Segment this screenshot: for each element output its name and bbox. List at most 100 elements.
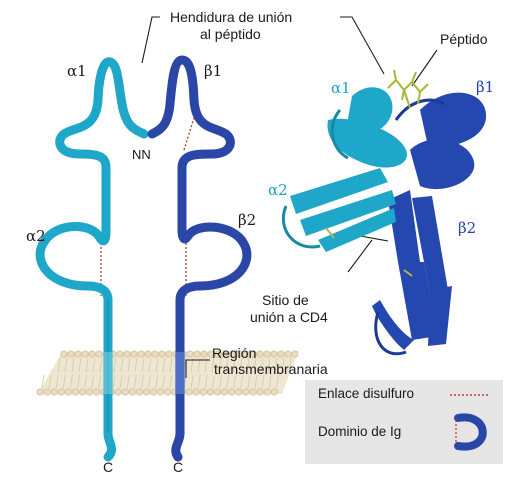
lipid-head — [116, 350, 124, 358]
cd4-site-label-2: unión a CD4 — [250, 309, 328, 325]
lipid-head — [64, 388, 72, 396]
lipid-head — [123, 350, 131, 358]
lipid-tail — [226, 374, 229, 389]
lipid-tail — [84, 374, 87, 389]
lipid-head — [79, 388, 87, 396]
lipid-tail — [48, 374, 52, 389]
lipid-head — [57, 388, 65, 396]
lipid-tail — [112, 374, 116, 389]
lipid-tail — [253, 357, 257, 373]
transmembrane-label-2: transmembranaria — [214, 361, 328, 377]
alpha2-label-left: α2 — [26, 227, 46, 245]
lipid-tail — [162, 357, 166, 373]
lipid-tail — [78, 357, 82, 373]
binding-cleft-label-2: al péptido — [200, 26, 261, 42]
lipid-tail — [233, 374, 237, 389]
c-terminal-right-label: C — [173, 459, 184, 475]
lipid-head — [256, 388, 264, 396]
legend-ig-domain-label: Dominio de Ig — [318, 424, 402, 439]
lipid-tail — [41, 374, 45, 389]
lipid-tail — [148, 357, 152, 373]
lipid-tail — [162, 374, 166, 389]
lipid-tail — [190, 374, 194, 389]
lipid-head — [43, 388, 51, 396]
lipid-heads-top — [57, 350, 299, 373]
peptide-stick-model — [387, 69, 429, 109]
lipid-head — [150, 388, 158, 396]
lipid-head — [67, 350, 75, 358]
lipid-tail — [155, 357, 159, 373]
legend-disulfide-label: Enlace disulfuro — [318, 386, 415, 401]
lipid-tail — [148, 374, 151, 389]
lipid-head — [128, 388, 136, 396]
lipid-tail — [127, 357, 131, 373]
lipid-head — [186, 350, 194, 358]
lipid-head — [214, 350, 222, 358]
lipid-tail — [169, 374, 173, 389]
lipid-tail — [197, 374, 201, 389]
lipid-head — [74, 350, 82, 358]
lipid-head — [185, 388, 193, 396]
beta-coil-1 — [394, 98, 445, 121]
alpha1-sheet-ribbon — [327, 118, 407, 168]
lipid-head — [270, 350, 278, 358]
lipid-head — [228, 388, 236, 396]
alpha2-strand-c — [318, 208, 396, 252]
lipid-tail — [260, 357, 264, 373]
lipid-tail — [275, 374, 279, 389]
transmembrane-label: Región — [212, 345, 257, 361]
beta-transmembrane-segment — [175, 352, 185, 394]
lipid-head — [200, 350, 208, 358]
ribbon-ss-2 — [403, 269, 413, 277]
lipid-head — [221, 388, 229, 396]
lipid-tail — [126, 374, 130, 389]
lipid-head — [263, 388, 271, 396]
lipid-head — [164, 388, 172, 396]
alpha2-strand-b — [300, 190, 396, 236]
lipid-tail — [120, 357, 124, 373]
lipid-head — [284, 350, 292, 358]
beta-chain — [147, 55, 252, 462]
lipid-tail — [113, 357, 117, 373]
lipid-head — [121, 388, 129, 396]
peptide-sidechains — [393, 69, 421, 109]
beta-coil-2 — [374, 311, 407, 356]
lipid-tail — [219, 374, 222, 389]
lipid-tail — [85, 357, 89, 373]
beta2-loop — [372, 300, 414, 350]
lipid-head — [158, 350, 166, 358]
lipid-tail — [247, 374, 251, 389]
lipid-tail — [261, 374, 265, 389]
beta2-strand-b — [412, 196, 448, 294]
lipid-head — [277, 350, 285, 358]
lipid-tail — [288, 357, 292, 373]
alpha-coils — [281, 109, 349, 249]
lipid-tail — [92, 357, 96, 373]
legend — [305, 380, 503, 464]
c-terminal-left-label: C — [103, 459, 114, 475]
lipid-tail — [98, 374, 102, 389]
lipid-tail — [239, 357, 243, 373]
alpha1-label-right: α1 — [331, 79, 351, 97]
ribbon-structure — [281, 69, 487, 356]
pointer-lines — [141, 16, 438, 378]
lipid-head — [114, 388, 122, 396]
lipid-tail — [64, 357, 68, 373]
lipid-tail — [134, 357, 138, 373]
alpha2-label-right: α2 — [268, 181, 288, 199]
lipid-head — [60, 350, 68, 358]
beta2-label-left: β2 — [238, 211, 257, 229]
lipid-head — [130, 350, 138, 358]
lipid-head — [88, 350, 96, 358]
beta2-strand-d — [428, 286, 452, 346]
peptide-pointer — [411, 49, 438, 87]
lipid-tail — [218, 357, 222, 373]
lipid-tail — [141, 357, 145, 373]
ribbon-disulfides — [325, 227, 413, 277]
lipid-tail — [232, 357, 236, 373]
lipid-head — [263, 350, 271, 358]
lipid-tail — [281, 357, 285, 373]
lipid-head — [50, 388, 58, 396]
lipid-tail — [225, 357, 229, 373]
